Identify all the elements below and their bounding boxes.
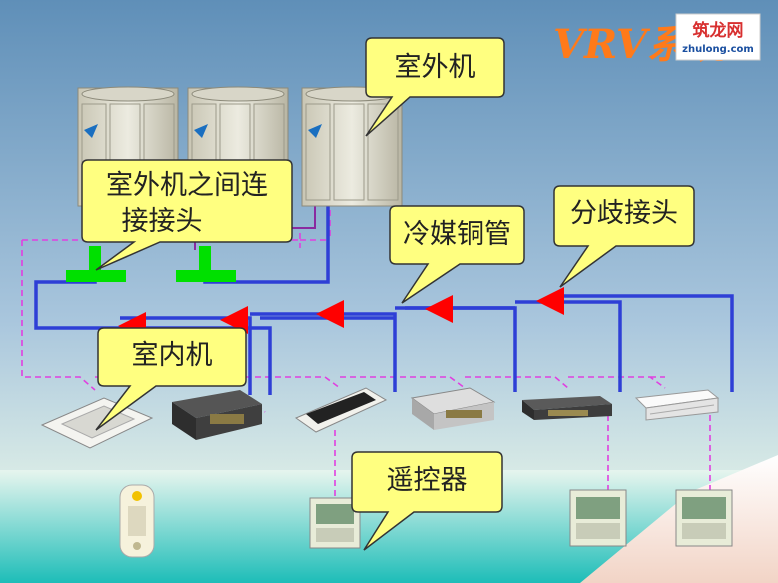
branch-joint-arrow-5 — [536, 287, 564, 315]
remote-controller-icon — [119, 484, 155, 558]
callout-indoor-unit-text: 室内机 — [132, 340, 213, 371]
remote-controller-icon — [675, 489, 733, 547]
callout-outdoor-unit: 室外机 — [365, 37, 505, 137]
outdoor-unit-icon — [301, 86, 403, 207]
callout-connector-text-line2: 接接头 — [122, 206, 203, 237]
callout-connector: 室外机之间连 接接头 — [81, 159, 293, 271]
outdoor-joint-1 — [66, 270, 126, 282]
indoor-unit-icon — [410, 387, 496, 430]
branch-joint-arrow-3 — [316, 300, 344, 328]
callout-refrigerant-pipe: 冷媒铜管 — [389, 205, 525, 304]
callout-remote-control-text: 遥控器 — [387, 465, 468, 496]
indoor-units — [40, 387, 720, 449]
outdoor-joints — [66, 246, 236, 282]
indoor-unit-icon — [172, 390, 262, 440]
callout-connector-text-line1: 室外机之间连 — [106, 170, 268, 201]
branch-joint-arrow-2 — [220, 306, 248, 334]
callout-remote-control: 遥控器 — [351, 451, 503, 551]
logo-text-en: zhulong.com — [682, 44, 754, 55]
branch-joint-arrow-4 — [425, 295, 453, 323]
callout-refrigerant-pipe-text: 冷媒铜管 — [403, 219, 511, 250]
logo: 筑龙网 zhulong.com — [675, 13, 761, 61]
remote-controllers — [119, 484, 733, 558]
indoor-unit-icon — [522, 396, 612, 420]
indoor-unit-icon — [294, 387, 388, 433]
indoor-unit-icon — [634, 389, 720, 421]
callout-branch-joint: 分歧接头 — [553, 185, 695, 288]
outdoor-joint-2-stem — [199, 246, 211, 272]
remote-controller-icon — [569, 489, 627, 547]
outdoor-joint-2 — [176, 270, 236, 282]
callout-outdoor-unit-text: 室外机 — [395, 52, 476, 83]
outdoor-joint-1-stem — [89, 246, 101, 272]
callout-indoor-unit: 室内机 — [95, 327, 247, 431]
logo-text-cn: 筑龙网 — [693, 20, 744, 41]
callout-branch-joint-text: 分歧接头 — [570, 198, 678, 229]
